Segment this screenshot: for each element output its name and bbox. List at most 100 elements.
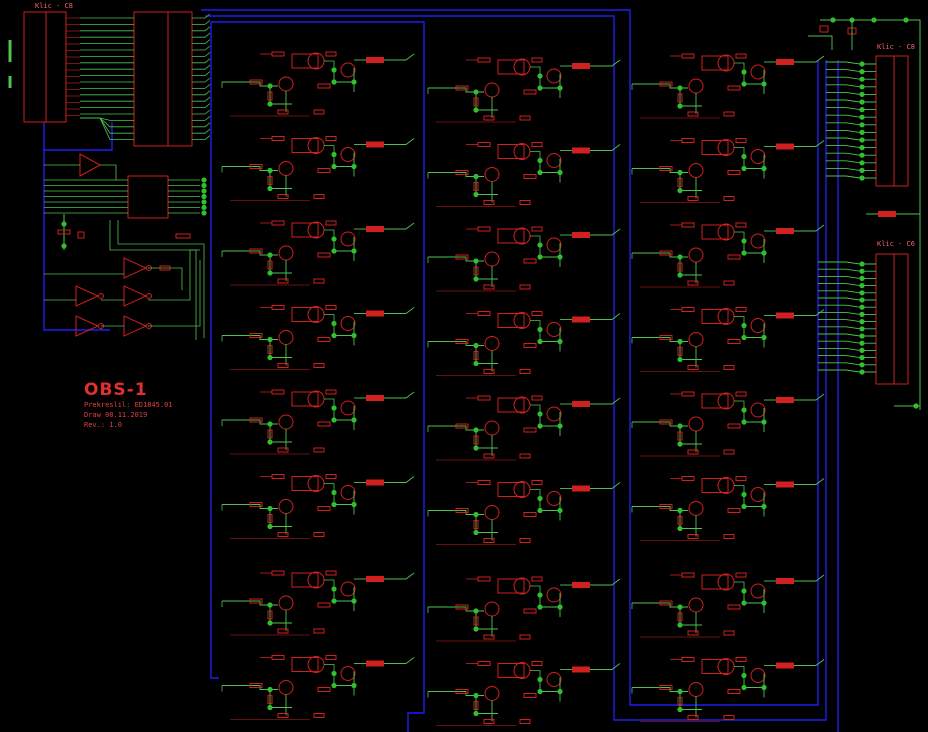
transistor xyxy=(717,477,735,494)
wire xyxy=(384,307,415,314)
optocoupler xyxy=(497,144,525,159)
output-transistor xyxy=(750,64,766,80)
junction-dot xyxy=(267,439,273,445)
wire xyxy=(384,572,415,580)
resistor xyxy=(317,168,331,173)
resistor xyxy=(271,389,285,395)
junction-dot xyxy=(741,322,747,329)
signal-wire xyxy=(148,249,200,301)
wire xyxy=(590,144,621,151)
signal-wire xyxy=(192,26,211,32)
resistor xyxy=(677,178,683,187)
junction-dot xyxy=(267,686,273,693)
junction-dot xyxy=(859,61,865,67)
input-transistor xyxy=(484,686,500,701)
resistor xyxy=(523,427,537,433)
junction-dot xyxy=(201,177,207,183)
wire xyxy=(794,224,825,232)
optocoupler xyxy=(497,578,525,594)
junction-dot xyxy=(267,505,273,512)
input-transistor xyxy=(278,414,294,430)
resistor xyxy=(659,335,673,340)
resistor xyxy=(681,391,695,397)
wire xyxy=(590,397,621,405)
connector-wire xyxy=(826,107,876,111)
connector-wire xyxy=(826,84,876,88)
junction-dot xyxy=(537,411,543,417)
junction-dot xyxy=(473,191,479,198)
resistor xyxy=(267,91,273,101)
power-resistor xyxy=(878,211,896,217)
connector-wire xyxy=(818,283,876,287)
transistor xyxy=(513,312,531,329)
resistor xyxy=(477,226,491,232)
resistor xyxy=(477,395,491,401)
transistor xyxy=(307,221,325,239)
connector-wire xyxy=(818,311,876,315)
junction-dot xyxy=(267,270,273,276)
resistor xyxy=(271,474,285,479)
junction-dot xyxy=(473,445,479,451)
junction-dot xyxy=(267,83,273,89)
resistor xyxy=(681,657,695,662)
junction-dot xyxy=(473,529,479,536)
resistor xyxy=(687,630,699,636)
input-transistor xyxy=(688,597,704,613)
output-transistor xyxy=(750,583,766,599)
resistor xyxy=(677,431,683,441)
power-resistor xyxy=(366,576,384,582)
junction-dot xyxy=(201,204,207,211)
junction-dot xyxy=(741,153,747,160)
junction-dot xyxy=(537,254,543,260)
transistor xyxy=(307,52,325,70)
junction-dot xyxy=(741,238,747,244)
output-transistor xyxy=(750,318,766,333)
resistor xyxy=(277,278,289,284)
junction-dot xyxy=(537,169,543,176)
resistor xyxy=(313,713,325,718)
optocoupler xyxy=(701,478,729,493)
junction-dot xyxy=(859,355,865,361)
power-resistor xyxy=(366,141,384,148)
title-block: OBS-1 Prekreslil: ED1845.01 Draw 08.11.2… xyxy=(84,380,173,430)
junction-dot xyxy=(267,620,273,626)
resistor xyxy=(317,421,331,427)
wire xyxy=(590,313,621,320)
junction-dot xyxy=(859,69,865,75)
title-block-name: OBS-1 xyxy=(84,380,148,400)
resistor xyxy=(723,365,735,370)
signal-wire xyxy=(192,58,211,64)
resistor xyxy=(677,93,683,103)
junction-dot xyxy=(537,85,543,91)
junction-dot xyxy=(859,326,865,332)
input-transistor xyxy=(278,161,294,176)
transistor xyxy=(513,58,531,76)
signal-wire xyxy=(192,122,211,128)
junction-dot xyxy=(859,175,865,181)
signal-wire xyxy=(192,90,211,96)
resistor xyxy=(325,305,337,310)
junction-dot xyxy=(677,688,683,695)
junction-dot xyxy=(761,334,767,341)
power-resistor xyxy=(572,666,590,673)
junction-dot xyxy=(351,332,357,339)
junction-dot xyxy=(761,165,767,172)
bus-line xyxy=(210,22,219,679)
resistor xyxy=(659,504,673,509)
output-transistor xyxy=(340,316,356,331)
junction-dot xyxy=(761,81,767,87)
junction-dot xyxy=(557,423,563,429)
resistor xyxy=(687,534,699,539)
resistor xyxy=(473,520,479,529)
resistor xyxy=(455,170,469,175)
wire xyxy=(384,476,415,483)
resistor xyxy=(455,508,469,513)
connector-wire xyxy=(826,175,876,179)
resistor xyxy=(727,604,741,610)
resistor xyxy=(313,194,325,199)
resistor xyxy=(271,220,285,226)
optocoupler xyxy=(701,393,729,409)
resistor xyxy=(325,570,337,576)
junction-dot xyxy=(741,165,747,172)
inverter-gate xyxy=(75,315,100,337)
